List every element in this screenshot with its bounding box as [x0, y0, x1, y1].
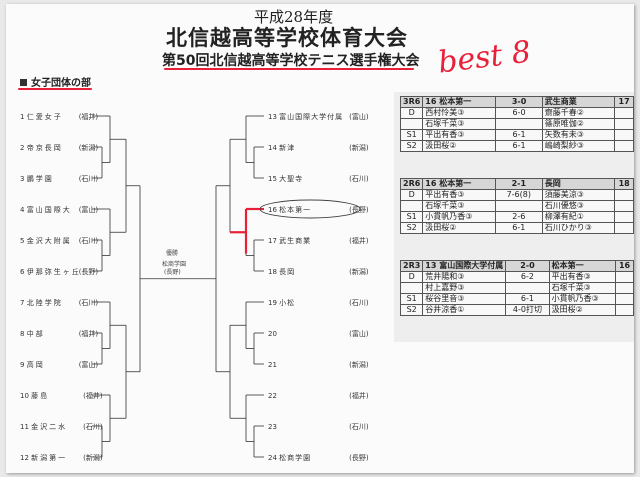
bracket-team-right: 22 (福井): [268, 392, 369, 400]
bracket-team-right: 17 武生商業(福井): [268, 237, 369, 245]
bracket-team-right: 24 松商学園(長野): [268, 454, 369, 462]
section-heading: 女子団体の部: [20, 74, 91, 89]
champion-pref: (長野): [164, 269, 181, 276]
title-underline: [164, 68, 414, 70]
bracket-team-left: 10 藤島(福井): [20, 392, 103, 400]
bracket-team-left: 7 北陸学院(石川): [20, 299, 99, 307]
circled-team-mark: [259, 199, 361, 219]
sub-title: 第50回北信越高等学校テニス選手権大会: [162, 53, 420, 69]
bracket-team-left: 3 鵬学園(石川): [20, 175, 99, 183]
bracket-team-left: 5 金沢大附属(石川): [20, 237, 99, 245]
bracket-team-left: 4 富山国際大(富山): [20, 206, 99, 214]
bracket-team-right: 20 (富山): [268, 330, 369, 338]
bracket-team-right: 16 松本第一(長野): [268, 206, 369, 214]
bracket-team-left: 8 中部(福井): [20, 330, 99, 338]
year-line: 平成28年度: [254, 8, 334, 26]
bracket-team-left: 9 高岡(富山): [20, 361, 99, 369]
champion-name: 松商学園: [162, 261, 187, 268]
bracket-team-left: 11 金沢二水(石川): [20, 423, 103, 431]
bracket-team-left: 2 帝京長岡(新潟): [20, 144, 99, 152]
bracket-team-left: 6 伊那弥生ヶ丘(長野): [20, 268, 99, 276]
section-underline: [18, 88, 92, 90]
champion-label: 優勝: [166, 250, 179, 257]
bracket-team-right: 18 長岡(新潟): [268, 268, 369, 276]
bracket-team-right: 23 (石川): [268, 423, 369, 431]
bracket-team-left: 1 仁愛女子(福井): [20, 113, 99, 121]
document-page: 平成28年度 北信越高等学校体育大会 第50回北信越高等学校テニス選手権大会 b…: [6, 4, 634, 473]
bracket-lines: [92, 115, 361, 458]
bracket-team-right: 19 小松(石川): [268, 299, 369, 307]
bracket-team-right: 15 大聖寺(石川): [268, 175, 369, 183]
bracket-team-right: 14 新津(新潟): [268, 144, 369, 152]
bracket-team-left: 12 新潟第一(新潟): [20, 454, 103, 462]
main-title: 北信越高等学校体育大会: [166, 26, 408, 50]
bracket-team-right: 21 (新潟): [268, 361, 369, 369]
square-bullet-icon: [20, 79, 27, 86]
bracket-team-right: 13 富山国際大学付属(富山): [268, 113, 369, 121]
